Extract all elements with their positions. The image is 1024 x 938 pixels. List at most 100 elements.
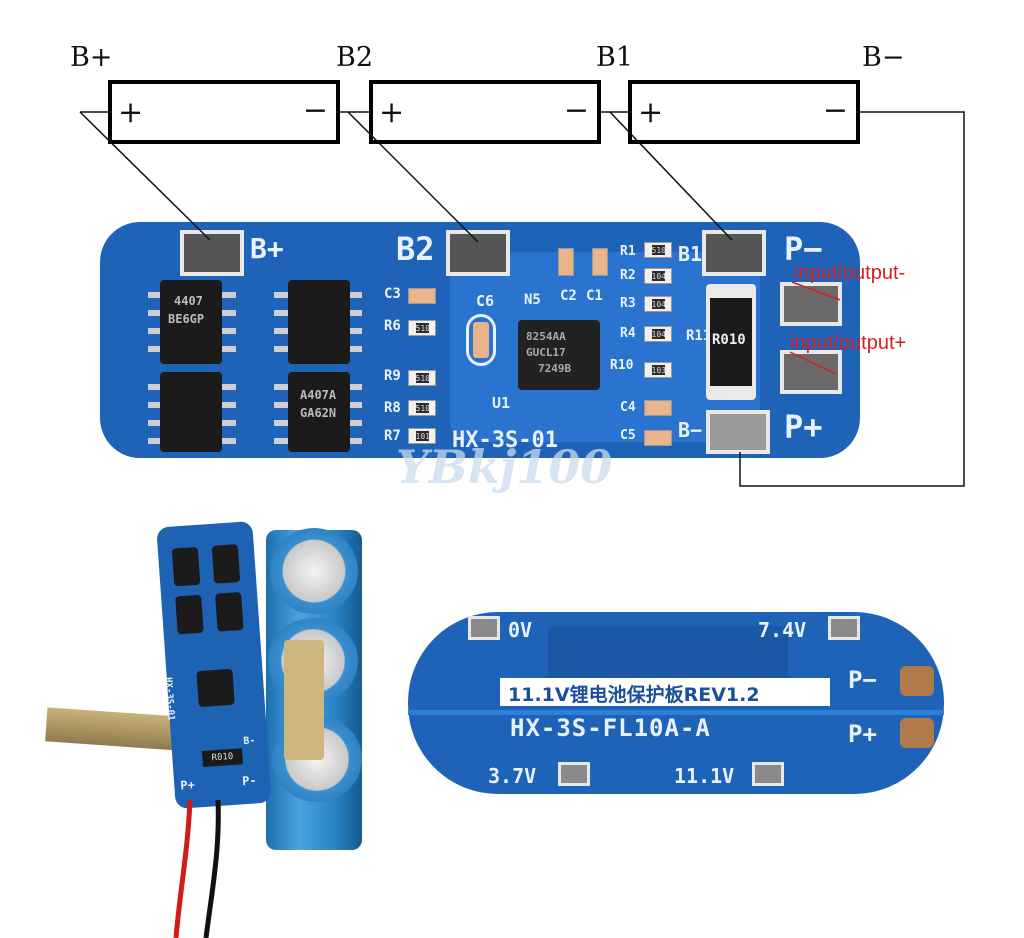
silk-b-plus: B+ [250,232,284,265]
silk-r9: R9 [384,368,401,384]
mosfet-marking: GA62N [300,406,337,420]
pin [222,328,236,334]
cell-minus-sign: − [822,93,848,128]
mosfet-marking: A407A [300,388,337,402]
pad-0v [468,616,500,640]
resistor-r4: 104 [644,326,672,342]
pcb-bottom-view: 0V 7.4V 11.1V锂电池保护板REV1.2 HX-3S-FL10A-A … [408,612,944,794]
pin [350,328,362,334]
silk-b2: B2 [396,230,435,268]
silk-c3: C3 [384,286,401,302]
resistor-code: 510 [651,245,666,256]
pad-b2 [446,230,510,276]
silk-u1: U1 [492,394,511,412]
ic-marking: 7249B [538,362,572,375]
silk-c6: C6 [476,292,495,310]
shunt-resistor-r11: R010 [706,284,756,400]
watermark: YBkj100 [396,440,613,494]
pin [148,384,160,390]
silk-c5: C5 [620,428,636,443]
pin [148,420,160,426]
resistor-r7: 101 [408,428,436,444]
pin [274,402,288,408]
mosfet-4: A407A GA62N [288,372,350,452]
label-p-minus: P− [848,666,877,694]
pad-11-1v [752,762,784,786]
capacitor-c2 [558,248,574,276]
battery-cell-2: + − [369,80,601,144]
pad-7-4v [828,616,860,640]
pcb-top-view: B+ B2 B1 P− P+ B− 4407 BE6GP A407A GA62N [100,222,860,458]
protection-ic-u1: 8254AA GUCL17 7249B [518,320,600,390]
capacitor-c5 [644,430,672,446]
resistor-code: 103 [651,365,666,376]
cell-minus-sign: − [563,93,589,128]
board-model: HX-3S-FL10A-A [510,714,711,742]
label-7-4v: 7.4V [758,618,807,642]
pad-b-plus [180,230,244,276]
label-3-7v: 3.7V [488,764,537,788]
pin [350,402,362,408]
label-0v: 0V [508,618,533,642]
resistor-r9: 510 [408,370,436,386]
silk-r3: R3 [620,296,636,311]
pin [222,438,236,444]
label-b-minus: B− [862,42,905,73]
pin [274,384,288,390]
wire-b-minus-loop [739,111,965,487]
label-input-output-minus: input/output- [794,262,906,284]
pin [274,438,288,444]
resistor-code: 510 [415,403,430,414]
resistor-code: 510 [415,323,430,334]
pin [350,438,362,444]
label-b2: B2 [336,42,374,73]
pin [222,310,236,316]
label-b1: B1 [596,42,634,73]
silk-model: HX-3S-01 [452,428,558,453]
cell-tab [284,640,324,760]
pad-b-minus [706,410,770,454]
silk-p-plus: P+ [784,408,823,446]
resistor-r10: 103 [644,362,672,378]
silk-n5: N5 [524,292,541,308]
title-label-box: 11.1V锂电池保护板REV1.2 [500,678,830,706]
silk-b1: B1 [678,242,703,266]
pin [148,328,160,334]
wire-b-plus-to-pad [79,111,211,241]
resistor-code: 101 [415,431,430,442]
pin [274,346,288,352]
pin [222,402,236,408]
silk-r11: R11 [686,328,712,344]
capacitor-c3 [408,288,436,304]
silk-r4: R4 [620,326,636,341]
pin [274,292,288,298]
mosfet-2 [160,372,222,452]
ic-marking: GUCL17 [526,346,566,359]
pin [350,310,362,316]
mosfet-marking: 4407 [174,294,203,308]
pin [274,310,288,316]
pin [222,384,236,390]
mosfet-3 [288,280,350,364]
pin [222,292,236,298]
ic-marking: 8254AA [526,330,566,343]
mosfet-1: 4407 BE6GP [160,280,222,364]
silk-r2: R2 [620,268,636,283]
wire-red [173,799,193,938]
silk-c1: C1 [586,288,603,304]
resistor-r3: 104 [644,296,672,312]
label-input-output-plus: input/output+ [790,332,907,354]
wire-b2-to-pad [347,111,479,243]
pin [148,402,160,408]
silk-p-minus: P− [784,230,823,268]
resistor-code: 104 [651,271,666,282]
capacitor-c1 [592,248,608,276]
silk-r7: R7 [384,428,401,444]
pad-b1 [702,230,766,276]
annotation-arrow-plus [789,351,837,375]
cell-minus-sign: − [302,93,328,128]
resistor-code: 104 [651,299,666,310]
pin [148,346,160,352]
